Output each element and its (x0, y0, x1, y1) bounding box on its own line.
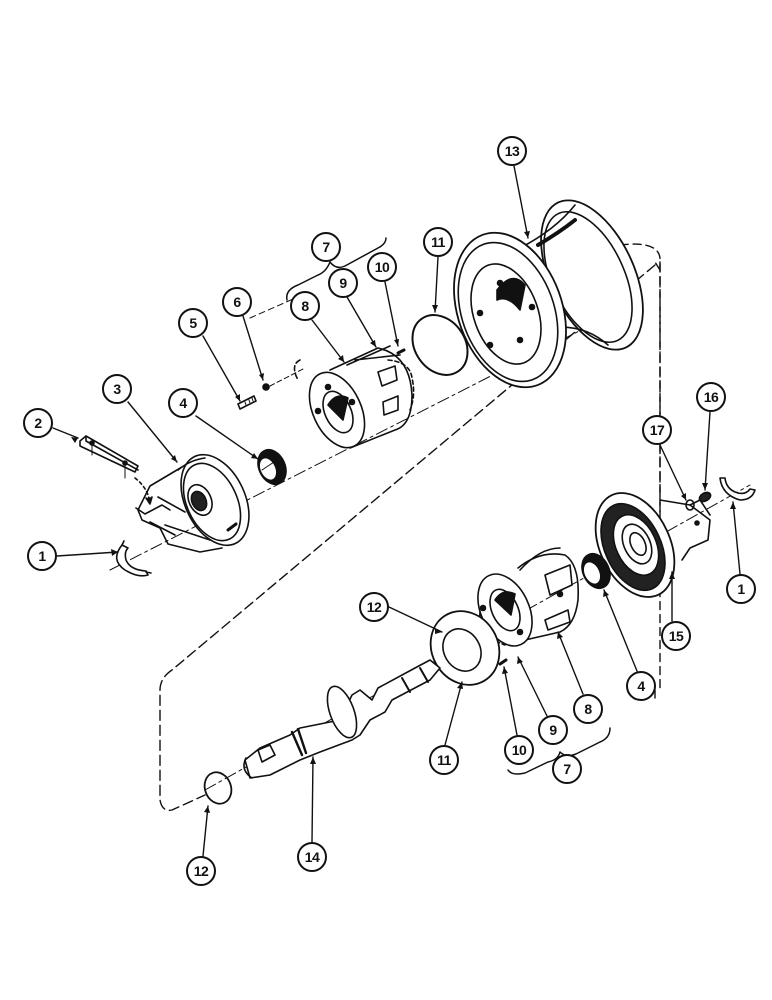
callout-3: 3 (102, 374, 132, 404)
callout-8: 8 (573, 694, 603, 724)
callout-6: 6 (222, 287, 252, 317)
callout-14: 14 (297, 842, 327, 872)
callout-17: 17 (642, 415, 672, 445)
callout-12: 12 (186, 856, 216, 886)
callout-13: 13 (497, 136, 527, 166)
arrowheads (71, 231, 736, 813)
roller-shell-part-13 (453, 199, 644, 389)
callout-9: 9 (328, 268, 358, 298)
grease-fitting-part-16 (698, 491, 712, 503)
callout-1: 1 (726, 574, 756, 604)
callout-4: 4 (168, 388, 198, 418)
callout-7: 7 (552, 754, 582, 784)
retainer-clip-part-1-right (719, 477, 756, 501)
callout-10: 10 (367, 252, 397, 282)
end-collar-part-15 (594, 492, 711, 598)
pin-part-10-lower (498, 658, 508, 666)
o-ring-part-17 (685, 499, 695, 511)
callout-1: 1 (27, 541, 57, 571)
o-ring-part-11-upper (411, 314, 469, 376)
lock-plate-part-2 (79, 435, 153, 505)
callout-2: 2 (23, 408, 53, 438)
callout-15: 15 (661, 621, 691, 651)
callout-16: 16 (696, 382, 726, 412)
assembly-boundary-dashed (619, 243, 661, 701)
callout-11: 11 (423, 227, 453, 257)
callout-11: 11 (429, 745, 459, 775)
callout-9: 9 (538, 715, 568, 745)
retainer-clip-part-1-left (115, 540, 152, 577)
assembly-boundary-dashed-diagonal (159, 264, 656, 811)
o-ring-part-12-lower (203, 771, 233, 805)
pin-part-10-upper (396, 348, 406, 355)
brace-part-7-upper (285, 237, 387, 301)
seal-part-4-upper (257, 448, 287, 486)
callout-5: 5 (178, 308, 208, 338)
callout-12: 12 (359, 592, 389, 622)
callout-8: 8 (290, 291, 320, 321)
bolt-part-5 (237, 395, 257, 410)
bearing-housing-part-8-upper (293, 345, 415, 449)
seal-part-4-lower (581, 552, 611, 590)
leader-lines (52, 165, 741, 857)
callout-10: 10 (504, 735, 534, 765)
callout-4: 4 (626, 671, 656, 701)
callout-7: 7 (311, 232, 341, 262)
shaft-part-14 (243, 659, 441, 779)
washer-part-6 (262, 383, 270, 391)
end-collar-part-3 (135, 453, 250, 553)
brace-part-7-lower (507, 727, 611, 775)
bolt-axis (269, 367, 306, 387)
